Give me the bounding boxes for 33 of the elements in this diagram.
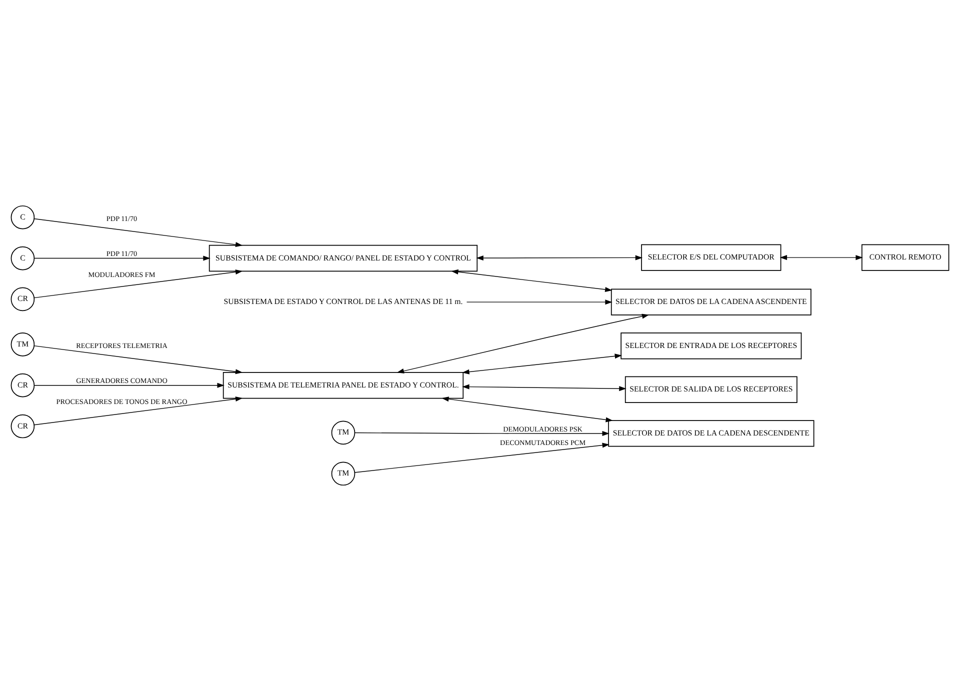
arrow	[476, 254, 643, 260]
arrow	[396, 313, 650, 373]
node-box: SELECTOR E/S DEL COMPUTADOR	[641, 244, 782, 270]
arrow	[34, 396, 243, 425]
node-box: SUBSISTEMA DE TELEMETRIA PANEL DE ESTADO Y CONTROL.	[222, 372, 464, 398]
arrow	[462, 353, 622, 374]
arrow	[354, 442, 610, 472]
node-box: SELECTOR DE DATOS DE LA CADENA DESCENDENTE	[608, 420, 814, 446]
node-box: SUBSISTEMA DE COMANDO/ RANGO/ PANEL DE ESTADO Y CONTROL	[208, 244, 478, 272]
node-box: SELECTOR DE DATOS DE LA CADENA ASCENDENTE	[610, 288, 812, 315]
arrow	[466, 299, 612, 304]
node-circle: CR	[10, 286, 35, 311]
node-text: SUBSISTEMA DE ESTADO Y CONTROL DE LAS ANTENAS DE 11 m.	[224, 296, 463, 306]
node-circle: C	[10, 204, 35, 229]
node-circle: TM	[10, 332, 35, 356]
arrow	[34, 255, 210, 260]
node-box: CONTROL REMOTO	[861, 244, 950, 270]
arrow	[462, 384, 626, 391]
arrow	[451, 268, 612, 292]
node-box: SELECTOR DE SALIDA DE LOS RECEPTORES	[624, 376, 798, 402]
node-circle: CR	[10, 372, 35, 397]
arrow	[34, 269, 243, 298]
node-circle: C	[10, 246, 35, 270]
arrow	[34, 218, 243, 247]
node-box: SELECTOR DE ENTRADA DE LOS RECEPTORES	[620, 332, 802, 359]
arrow	[354, 430, 610, 436]
arrow	[34, 344, 243, 374]
node-circle: TM	[331, 461, 356, 486]
arrow	[34, 382, 224, 388]
node-circle: CR	[10, 414, 35, 438]
arrow	[442, 396, 613, 422]
arrow	[780, 254, 863, 260]
node-circle: TM	[331, 420, 356, 444]
